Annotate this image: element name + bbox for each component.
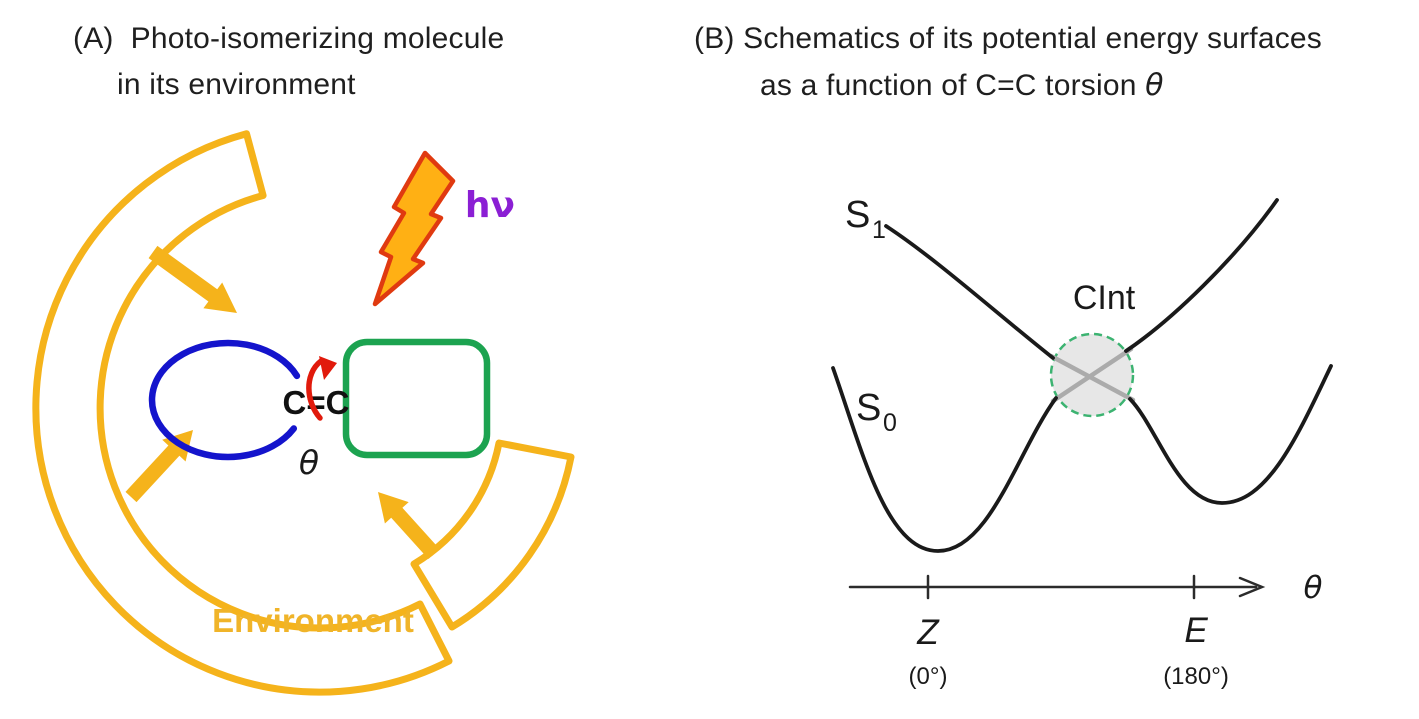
pes-curve-s1-left (884, 224, 1055, 360)
s0-label: S 0 (856, 387, 897, 437)
s0-label-main: S (856, 387, 881, 429)
environment-label: Environment (212, 602, 414, 639)
pes-curve-right-upper (1124, 198, 1279, 353)
environment-arrow-lower-right-icon (378, 492, 440, 559)
torsion-angle-label: θ (299, 443, 319, 482)
panel-b-title-line2-text: as a function of C=C torsion (760, 69, 1146, 102)
conical-intersection-cross-1 (1048, 353, 1136, 403)
panel-b-title-line2: as a function of C=C torsion θ (760, 68, 1164, 103)
photon-label: hν (465, 185, 515, 226)
environment-band-main (32, 130, 453, 696)
z-degrees-label: (0°) (909, 663, 948, 690)
panel-a-title-line1: (A) Photo-isomerizing molecule (73, 22, 505, 55)
e-degrees-label: (180°) (1163, 663, 1229, 690)
substituent-box-green (342, 338, 491, 459)
lightning-bolt-icon (372, 150, 456, 307)
pes-curve-s0-left-well (831, 366, 1058, 553)
panel-a-title-line2: in its environment (117, 68, 356, 101)
pes-curve-right-well (1128, 364, 1333, 505)
theta-axis (848, 574, 1266, 600)
z-label: Z (916, 613, 940, 652)
s1-label-sub: 1 (872, 216, 886, 244)
s1-label-main: S (845, 194, 870, 236)
axis-arrowhead-icon (1238, 576, 1266, 598)
environment-arrow-lower-left-icon (125, 430, 193, 503)
panel-b-title-line2-theta: θ (1145, 68, 1164, 103)
conical-intersection-label: CInt (1073, 279, 1136, 317)
substituent-ring-blue (148, 339, 301, 461)
conical-intersection-cross-2 (1050, 346, 1134, 404)
s1-label: S 1 (845, 194, 886, 244)
rotation-arrow-icon (306, 356, 337, 421)
environment-band-right (410, 439, 575, 631)
axis-theta-label: θ (1304, 570, 1323, 606)
s0-label-sub: 0 (883, 409, 897, 437)
panel-b-title-line1: (B) Schematics of its potential energy s… (694, 22, 1323, 55)
e-label: E (1184, 611, 1208, 650)
environment-arrow-upper-left-icon (148, 245, 237, 313)
